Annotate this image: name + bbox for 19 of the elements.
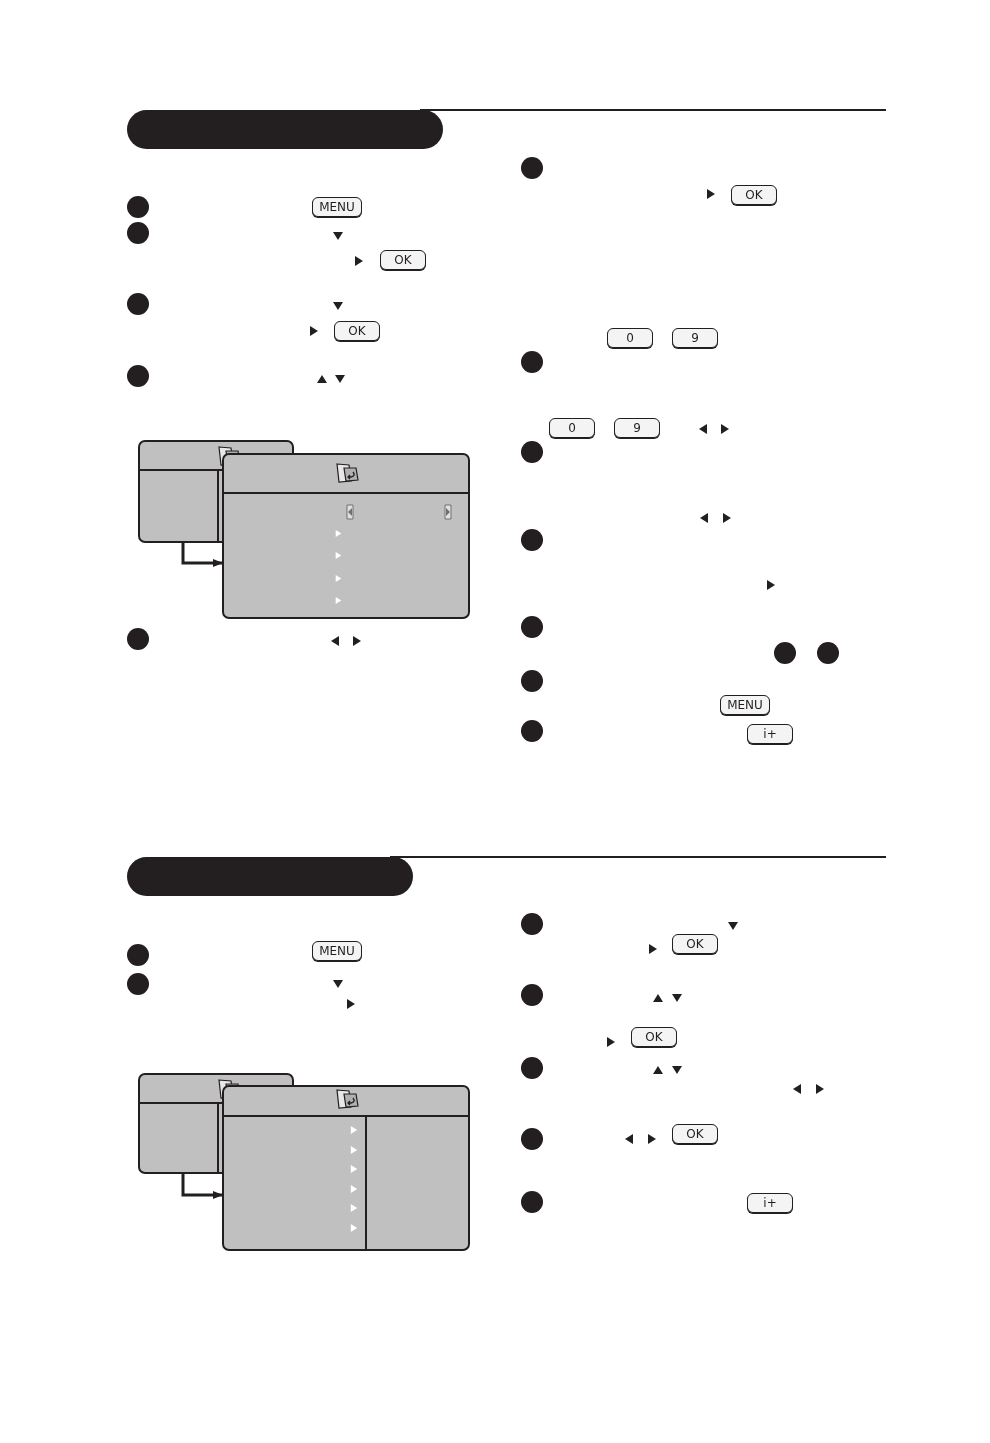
sub-menu <box>222 453 470 619</box>
arrow <box>181 543 223 567</box>
remote-key: i+ <box>747 1193 793 1213</box>
remote-key: OK <box>672 1124 718 1144</box>
remote-key: MENU <box>720 695 770 715</box>
arrow <box>181 1174 223 1199</box>
remote-key: OK <box>731 185 777 205</box>
remote-key: 9 <box>672 328 718 348</box>
remote-key: OK <box>334 321 380 341</box>
remote-key: MENU <box>312 941 362 961</box>
sub-menu <box>222 1085 470 1251</box>
remote-key: OK <box>631 1027 677 1047</box>
remote-key: OK <box>380 250 426 270</box>
remote-key: i+ <box>747 724 793 744</box>
remote-key: 9 <box>614 418 660 438</box>
remote-key: 0 <box>549 418 595 438</box>
remote-key: OK <box>672 934 718 954</box>
remote-key: 0 <box>607 328 653 348</box>
remote-key: MENU <box>312 197 362 217</box>
